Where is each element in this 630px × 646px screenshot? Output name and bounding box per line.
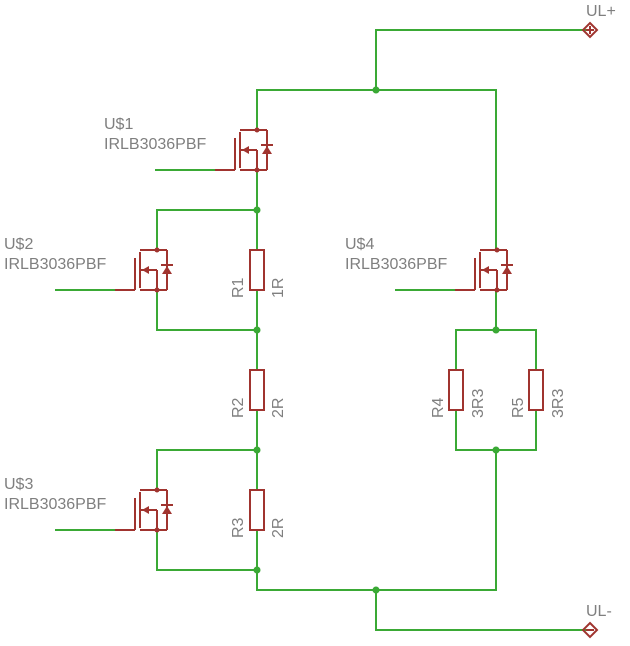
terminal-ul-plus-label: UL+ — [586, 3, 616, 20]
mosfet-u1-name: U$1 — [104, 116, 133, 133]
mosfet-u2-part: IRLB3036PBF — [4, 256, 107, 273]
terminal-ul-plus[interactable]: UL+ — [581, 3, 616, 39]
mosfet-u3-part: IRLB3036PBF — [4, 496, 107, 513]
mosfet-u1-part: IRLB3036PBF — [104, 136, 207, 153]
mosfet-u1[interactable]: U$1 IRLB3036PBF — [104, 116, 274, 174]
wires — [55, 29, 586, 631]
resistor-r5[interactable]: R5 3R3 — [510, 369, 567, 418]
resistor-r3-name: R3 — [230, 517, 247, 538]
mosfet-u3-name: U$3 — [4, 476, 33, 493]
resistor-r3-value: 2R — [270, 518, 287, 538]
resistor-r5-name: R5 — [510, 397, 527, 418]
resistor-r2-name: R2 — [230, 397, 247, 418]
resistor-r1-name: R1 — [230, 277, 247, 298]
resistor-r3[interactable]: R3 2R — [230, 489, 287, 538]
resistor-r2-value: 2R — [270, 398, 287, 418]
resistor-r4-value: 3R3 — [470, 389, 487, 418]
mosfet-u4-name: U$4 — [345, 236, 374, 253]
resistor-r2[interactable]: R2 2R — [230, 369, 287, 418]
resistor-r1-value: 1R — [270, 278, 287, 298]
terminal-ul-minus[interactable]: UL- — [581, 603, 612, 639]
resistor-r5-value: 3R3 — [550, 389, 567, 418]
resistor-r4-name: R4 — [430, 397, 447, 418]
mosfet-u4-part: IRLB3036PBF — [345, 256, 448, 273]
resistor-r1[interactable]: R1 1R — [230, 249, 287, 298]
mosfet-u4[interactable]: U$4 IRLB3036PBF — [345, 236, 514, 294]
junctions — [253, 86, 500, 594]
mosfet-u3[interactable]: U$3 IRLB3036PBF — [4, 476, 174, 534]
mosfet-u2-name: U$2 — [4, 236, 33, 253]
mosfet-u2[interactable]: U$2 IRLB3036PBF — [4, 236, 174, 294]
resistor-r4[interactable]: R4 3R3 — [430, 369, 487, 418]
terminal-ul-minus-label: UL- — [586, 603, 612, 620]
